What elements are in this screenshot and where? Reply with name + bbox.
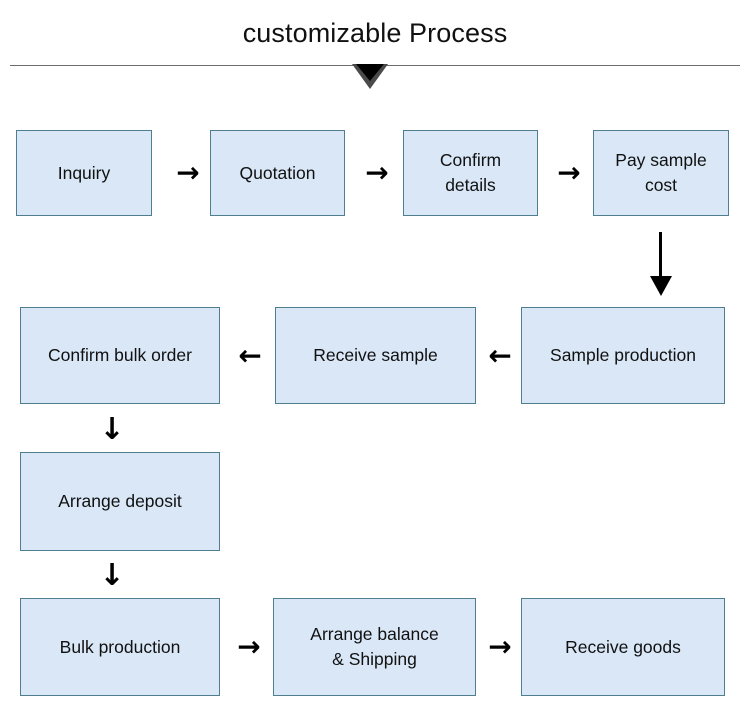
process-step-sample-production[interactable]: Sample production — [521, 307, 725, 404]
step-label: Pay sample cost — [615, 150, 707, 195]
arrow-right-icon-arrange-balance-to-receive-goods: → — [488, 630, 512, 663]
process-step-confirm-details[interactable]: Confirm details — [403, 130, 538, 216]
arrow-down-icon-row1-to-row2 — [650, 232, 672, 296]
step-label: Sample production — [550, 345, 696, 365]
arrow-down-icon-row2-to-row3: ↓ — [99, 412, 125, 447]
step-label: Receive sample — [313, 345, 438, 365]
down-triangle-marker-icon — [352, 64, 388, 90]
process-step-bulk-production[interactable]: Bulk production — [20, 598, 220, 696]
step-label: Arrange balance & Shipping — [310, 624, 439, 669]
arrow-right-icon-confirm-details-pay-sample-cost: → — [557, 156, 581, 189]
arrow-right-icon-quotation-confirm-details: → — [365, 156, 389, 189]
step-label: Receive goods — [565, 636, 681, 657]
arrow-right-icon-bulk-production-to-arrange-balance: → — [237, 630, 261, 663]
step-label: Inquiry — [57, 162, 111, 183]
step-label: Quotation — [239, 162, 316, 183]
arrow-left-icon-receive-sample-to-confirm-bulk-order: ← — [238, 339, 262, 372]
process-step-quotation[interactable]: Quotation — [210, 130, 345, 216]
arrow-head — [650, 276, 672, 296]
arrow-down-icon-row3-to-row4: ↓ — [99, 558, 125, 593]
step-label: Confirm details — [439, 150, 502, 195]
arrow-left-icon-sample-production-to-receive-sample: ← — [488, 339, 512, 372]
process-step-arrange-deposit[interactable]: Arrange deposit — [20, 452, 220, 551]
process-step-receive-goods[interactable]: Receive goods — [521, 598, 725, 696]
process-step-arrange-balance-and-shipping[interactable]: Arrange balance & Shipping — [273, 598, 476, 696]
triangle-fill — [356, 64, 384, 81]
process-step-inquiry[interactable]: Inquiry — [16, 130, 152, 216]
page-title: customizable Process — [242, 18, 508, 48]
step-label: Arrange deposit — [58, 491, 182, 511]
process-step-confirm-bulk-order[interactable]: Confirm bulk order — [20, 307, 220, 404]
step-label: Bulk production — [59, 636, 181, 657]
step-label: Confirm bulk order — [48, 345, 192, 365]
arrow-right-icon-inquiry-quotation: → — [176, 156, 200, 189]
arrow-shaft — [659, 232, 662, 280]
process-step-pay-sample-cost[interactable]: Pay sample cost — [593, 130, 729, 216]
process-step-receive-sample[interactable]: Receive sample — [275, 307, 476, 404]
